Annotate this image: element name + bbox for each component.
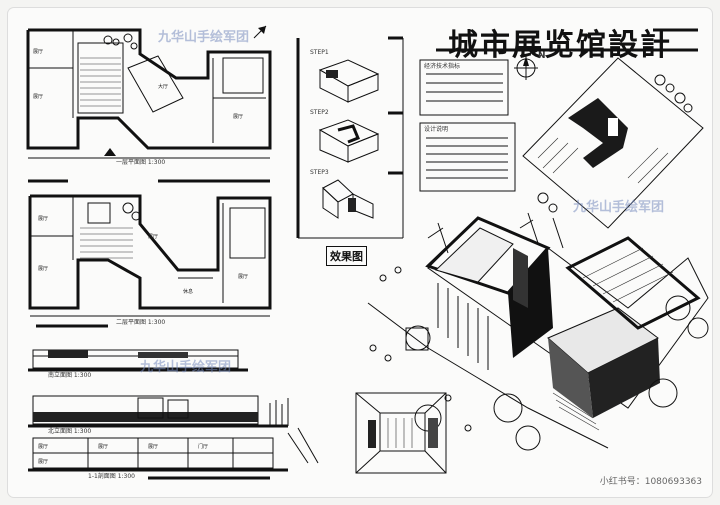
svg-text:展厅: 展厅 [148,234,158,240]
design-notes-title: 设计说明 [424,126,449,133]
svg-text:展厅: 展厅 [98,444,108,450]
svg-text:展厅: 展厅 [33,49,43,55]
notes-block [419,59,516,192]
section-label: 1-1剖面图 1:300 [88,473,135,480]
page-title: 城市展览馆設計 [448,28,672,63]
upper-floor-plan: 展厅 展厅 展厅 休息 展厅 [28,194,272,317]
svg-text:展厅: 展厅 [238,274,248,280]
svg-text:展厅: 展厅 [148,444,158,450]
massing-steps [318,59,380,219]
north-arrow-icon [514,56,538,80]
north-elevation-label: 北立面图 1:300 [48,428,92,435]
south-elevation-label: 南立面图 1:300 [48,372,92,379]
sketch-canvas: 展厅 展厅 大厅 展厅 展厅 展厅 展厅 休息 展厅 [26,25,709,480]
svg-text:大厅: 大厅 [158,83,168,90]
svg-text:展厅: 展厅 [38,444,48,450]
footer-credit: 小红书号：1080693363 [599,477,702,487]
svg-text:展厅: 展厅 [38,266,48,272]
ground-floor-plan: 展厅 展厅 大厅 展厅 [26,28,272,159]
step2-label: STEP2 [310,109,329,116]
watermark: 九华山手绘军团 [573,200,665,215]
plan1-scale-label: 一层平面图 1:300 [116,159,166,166]
svg-text:展厅: 展厅 [233,114,243,120]
step1-label: STEP1 [310,49,329,56]
svg-text:休息: 休息 [183,288,193,295]
plan-north-arrow-icon [253,25,267,39]
svg-text:门厅: 门厅 [198,443,208,450]
econ-index-title: 经济技术指标 [424,63,461,70]
axonometric-view [367,212,709,451]
watermark: 九华山手绘军团 [140,360,232,375]
watermark: 九华山手绘军团 [158,30,250,45]
elevations: 展厅 展厅 展厅 门厅 展厅 [28,349,319,472]
north-label: N [538,51,546,61]
svg-text:展厅: 展厅 [38,216,48,222]
svg-text:展厅: 展厅 [33,94,43,100]
plan2-scale-label: 二层平面图 1:300 [116,319,166,326]
drawing-board: 展厅 展厅 大厅 展厅 展厅 展厅 展厅 休息 展厅 [8,8,712,497]
step3-label: STEP3 [310,169,329,176]
svg-text:展厅: 展厅 [38,459,48,465]
effect-view-label: 效果图 [326,246,367,266]
interior-perspective [355,392,447,474]
site-plan [522,57,704,229]
